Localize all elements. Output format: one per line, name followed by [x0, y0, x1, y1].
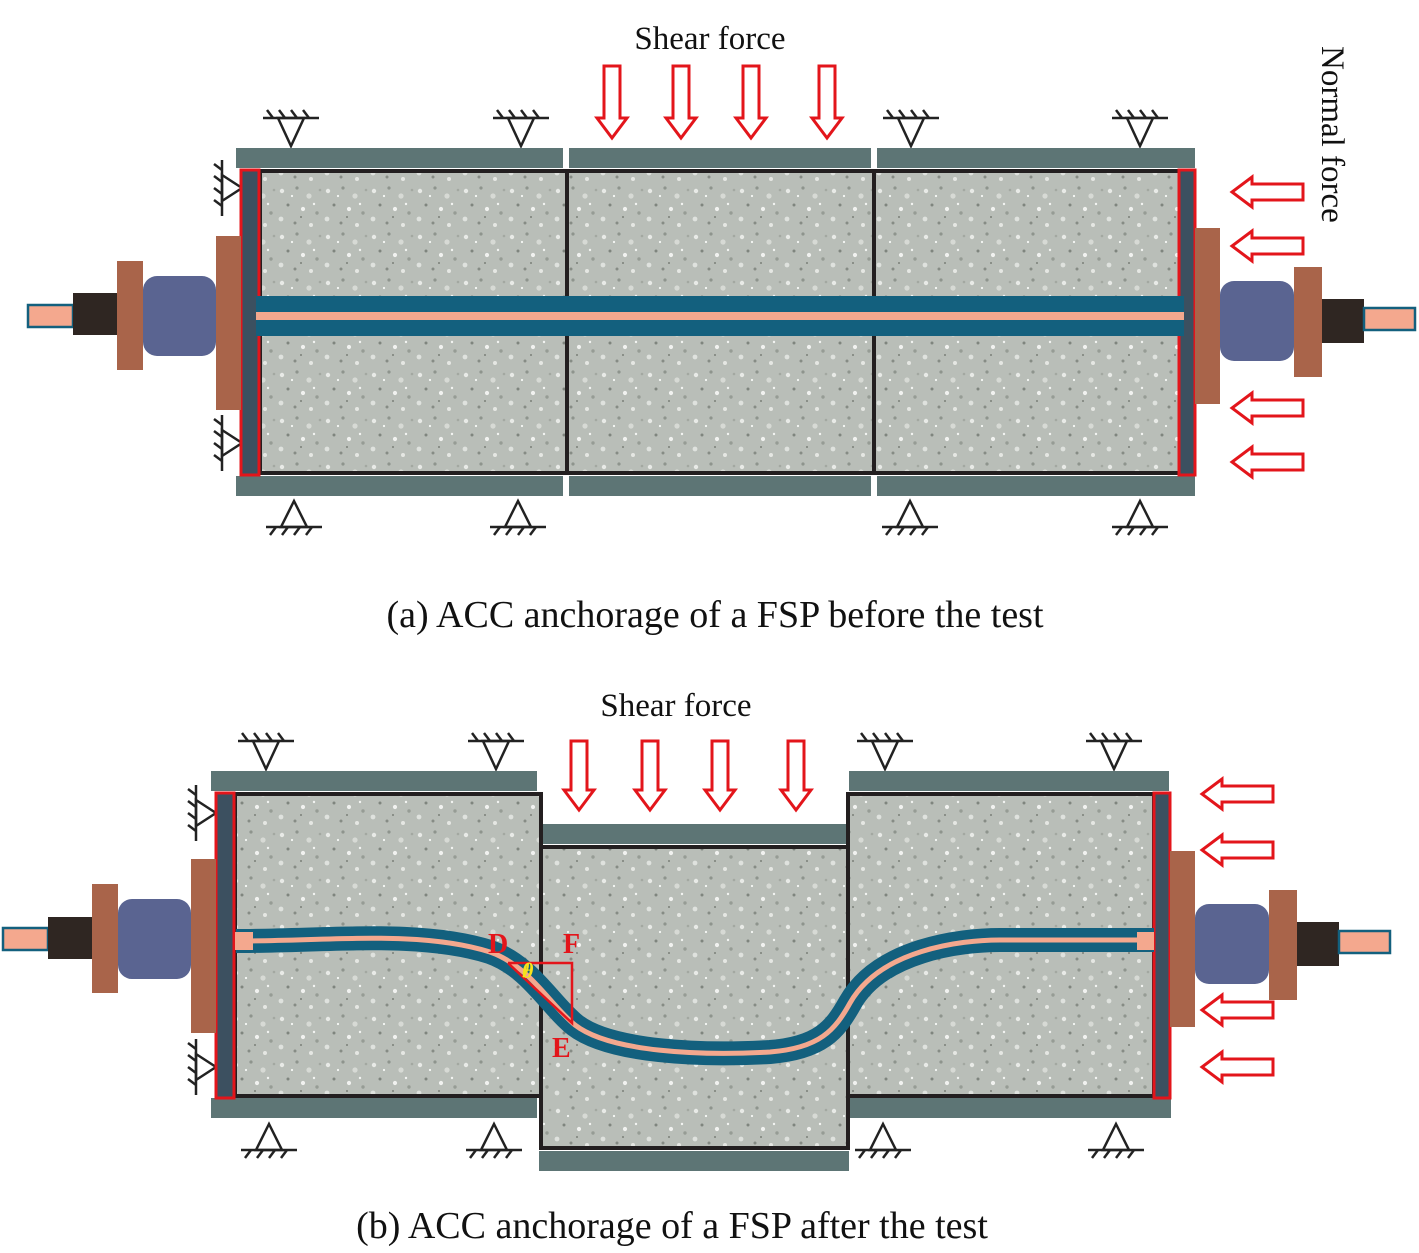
panel-b-right-end-plate — [1152, 791, 1172, 1100]
panel-b-left-anchorage — [1, 859, 216, 1033]
panel-b-bolt-left-end — [235, 932, 253, 950]
panel-a-steel-plates — [236, 148, 1195, 496]
panel-a-left-anchorage — [26, 236, 241, 410]
panel-b-steel-plates — [211, 771, 1171, 1171]
panel-a-right-anchorage — [1195, 228, 1417, 404]
panel-a-bottom-supports — [266, 498, 1168, 536]
panel-b-top-supports — [238, 732, 1142, 772]
panel-b-caption: (b) ACC anchorage of a FSP after the tes… — [356, 1205, 988, 1247]
panel-b: Shear force — [1, 688, 1392, 1247]
panel-a-shear-arrows — [594, 64, 845, 141]
panel-a-top-supports — [263, 109, 1168, 149]
panel-b-right-anchorage — [1170, 851, 1392, 1027]
panel-a: Shear force Normal force — [26, 21, 1417, 636]
panel-a-shear-force-label: Shear force — [634, 21, 785, 57]
panel-b-angle-theta: θ — [522, 958, 534, 983]
panel-b-shear-force-label: Shear force — [600, 688, 751, 724]
panel-b-bolt-core — [235, 935, 1154, 1056]
panel-b-shear-arrows — [561, 739, 814, 813]
panel-b-angle-triangle — [507, 961, 574, 1026]
panel-b-bolt-right-end — [1137, 932, 1154, 950]
panel-b-bottom-supports — [241, 1121, 1144, 1159]
panel-a-normal-force-label: Normal force — [1314, 46, 1350, 223]
panel-a-side-supports — [213, 160, 245, 471]
panel-a-normal-force-arrows — [1229, 174, 1305, 480]
panel-b-point-e: E — [552, 1033, 571, 1064]
panel-b-point-f: F — [563, 929, 580, 960]
panel-b-point-d: D — [488, 929, 508, 960]
panel-b-left-end-plate — [214, 791, 236, 1100]
panel-b-concrete-blocks — [233, 792, 1156, 1150]
panel-a-bolt-core — [256, 312, 1184, 320]
panel-a-caption: (a) ACC anchorage of a FSP before the te… — [386, 594, 1044, 636]
panel-b-side-supports — [187, 785, 219, 1095]
panel-b-normal-force-arrows — [1199, 776, 1275, 1085]
